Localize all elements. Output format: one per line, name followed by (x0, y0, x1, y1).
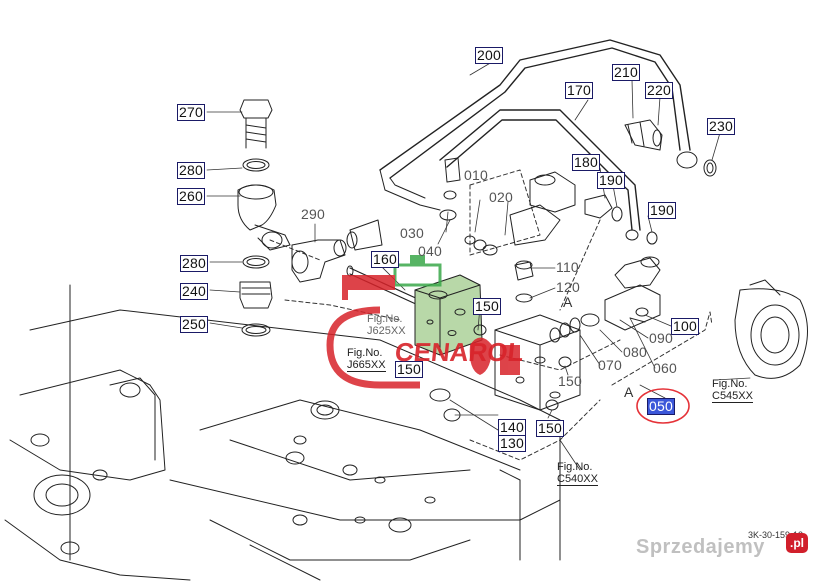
part-label-060[interactable]: 060 (653, 360, 677, 376)
tee-fitting-290 (291, 219, 383, 283)
overlay-logo-mark (326, 255, 520, 389)
figure-ref-code: J625XX (367, 325, 406, 337)
part-label-190-b[interactable]: 190 (648, 202, 676, 219)
part-label-150-d[interactable]: 150 (536, 420, 564, 437)
part-label-240[interactable]: 240 (180, 283, 208, 300)
part-label-160[interactable]: 160 (371, 251, 399, 268)
part-label-090[interactable]: 090 (649, 330, 673, 346)
figure-ref-code: J665XX (347, 359, 386, 372)
figure-ref-title: Fig.No. (557, 461, 593, 473)
figure-ref-j625[interactable]: Fig.No. J625XX (367, 313, 406, 337)
view-marker-a-top: A (563, 294, 573, 310)
part-label-150-c[interactable]: 150 (395, 361, 423, 378)
part-label-140[interactable]: 140 (498, 419, 526, 436)
part-label-150-b[interactable]: 150 (558, 373, 582, 389)
overlay-logo-wordmark: CENAROL (393, 337, 526, 367)
figure-ref-j665[interactable]: Fig.No. J665XX (347, 347, 386, 372)
part-label-080[interactable]: 080 (623, 344, 647, 360)
figure-ref-code: C545XX (712, 390, 753, 403)
part-label-150[interactable]: 150 (473, 298, 501, 315)
view-marker-a-bottom: A (624, 384, 634, 400)
part-label-210[interactable]: 210 (612, 64, 640, 81)
flange-cover (734, 279, 808, 379)
part-label-100[interactable]: 100 (671, 318, 699, 335)
part-label-290[interactable]: 290 (301, 206, 325, 222)
part-label-260[interactable]: 260 (177, 188, 205, 205)
part-label-050-selected[interactable]: 050 (647, 398, 675, 415)
part-label-010[interactable]: 010 (464, 167, 488, 183)
left-fitting-stack (237, 99, 291, 337)
fitting-210-220 (624, 119, 663, 151)
part-label-030[interactable]: 030 (400, 225, 424, 241)
figure-ref-title: Fig.No. (347, 347, 383, 359)
part-label-250[interactable]: 250 (180, 316, 208, 333)
figure-ref-c545[interactable]: Fig.No. C545XX (712, 378, 753, 403)
highlight-circle (636, 388, 690, 424)
part-label-180[interactable]: 180 (572, 154, 600, 171)
figure-ref-code: C540XX (557, 473, 598, 486)
part-label-110[interactable]: 110 (556, 259, 579, 275)
watermark-text: Sprzedajemy (636, 536, 765, 558)
part-label-280-b[interactable]: 280 (180, 255, 208, 272)
drawing-reference-code: 3K-30-159-13 (748, 530, 804, 540)
part-label-280[interactable]: 280 (177, 162, 205, 179)
part-label-070[interactable]: 070 (598, 357, 622, 373)
part-label-190[interactable]: 190 (597, 172, 625, 189)
transmission-housing (4, 284, 561, 581)
part-label-120[interactable]: 120 (556, 279, 580, 295)
part-label-020[interactable]: 020 (489, 189, 513, 205)
watermark-badge: .pl (786, 533, 808, 553)
part-label-220[interactable]: 220 (645, 82, 673, 99)
part-label-230[interactable]: 230 (707, 118, 735, 135)
figure-ref-title: Fig.No. (367, 313, 403, 325)
part-label-130[interactable]: 130 (498, 435, 526, 452)
figure-ref-title: Fig.No. (712, 378, 748, 390)
valve-block-lower (494, 256, 661, 411)
figure-ref-c540[interactable]: Fig.No. C540XX (557, 461, 598, 486)
part-label-200[interactable]: 200 (475, 47, 503, 64)
part-label-040[interactable]: 040 (418, 243, 442, 259)
part-label-170[interactable]: 170 (565, 82, 593, 99)
part-label-270[interactable]: 270 (177, 104, 205, 121)
